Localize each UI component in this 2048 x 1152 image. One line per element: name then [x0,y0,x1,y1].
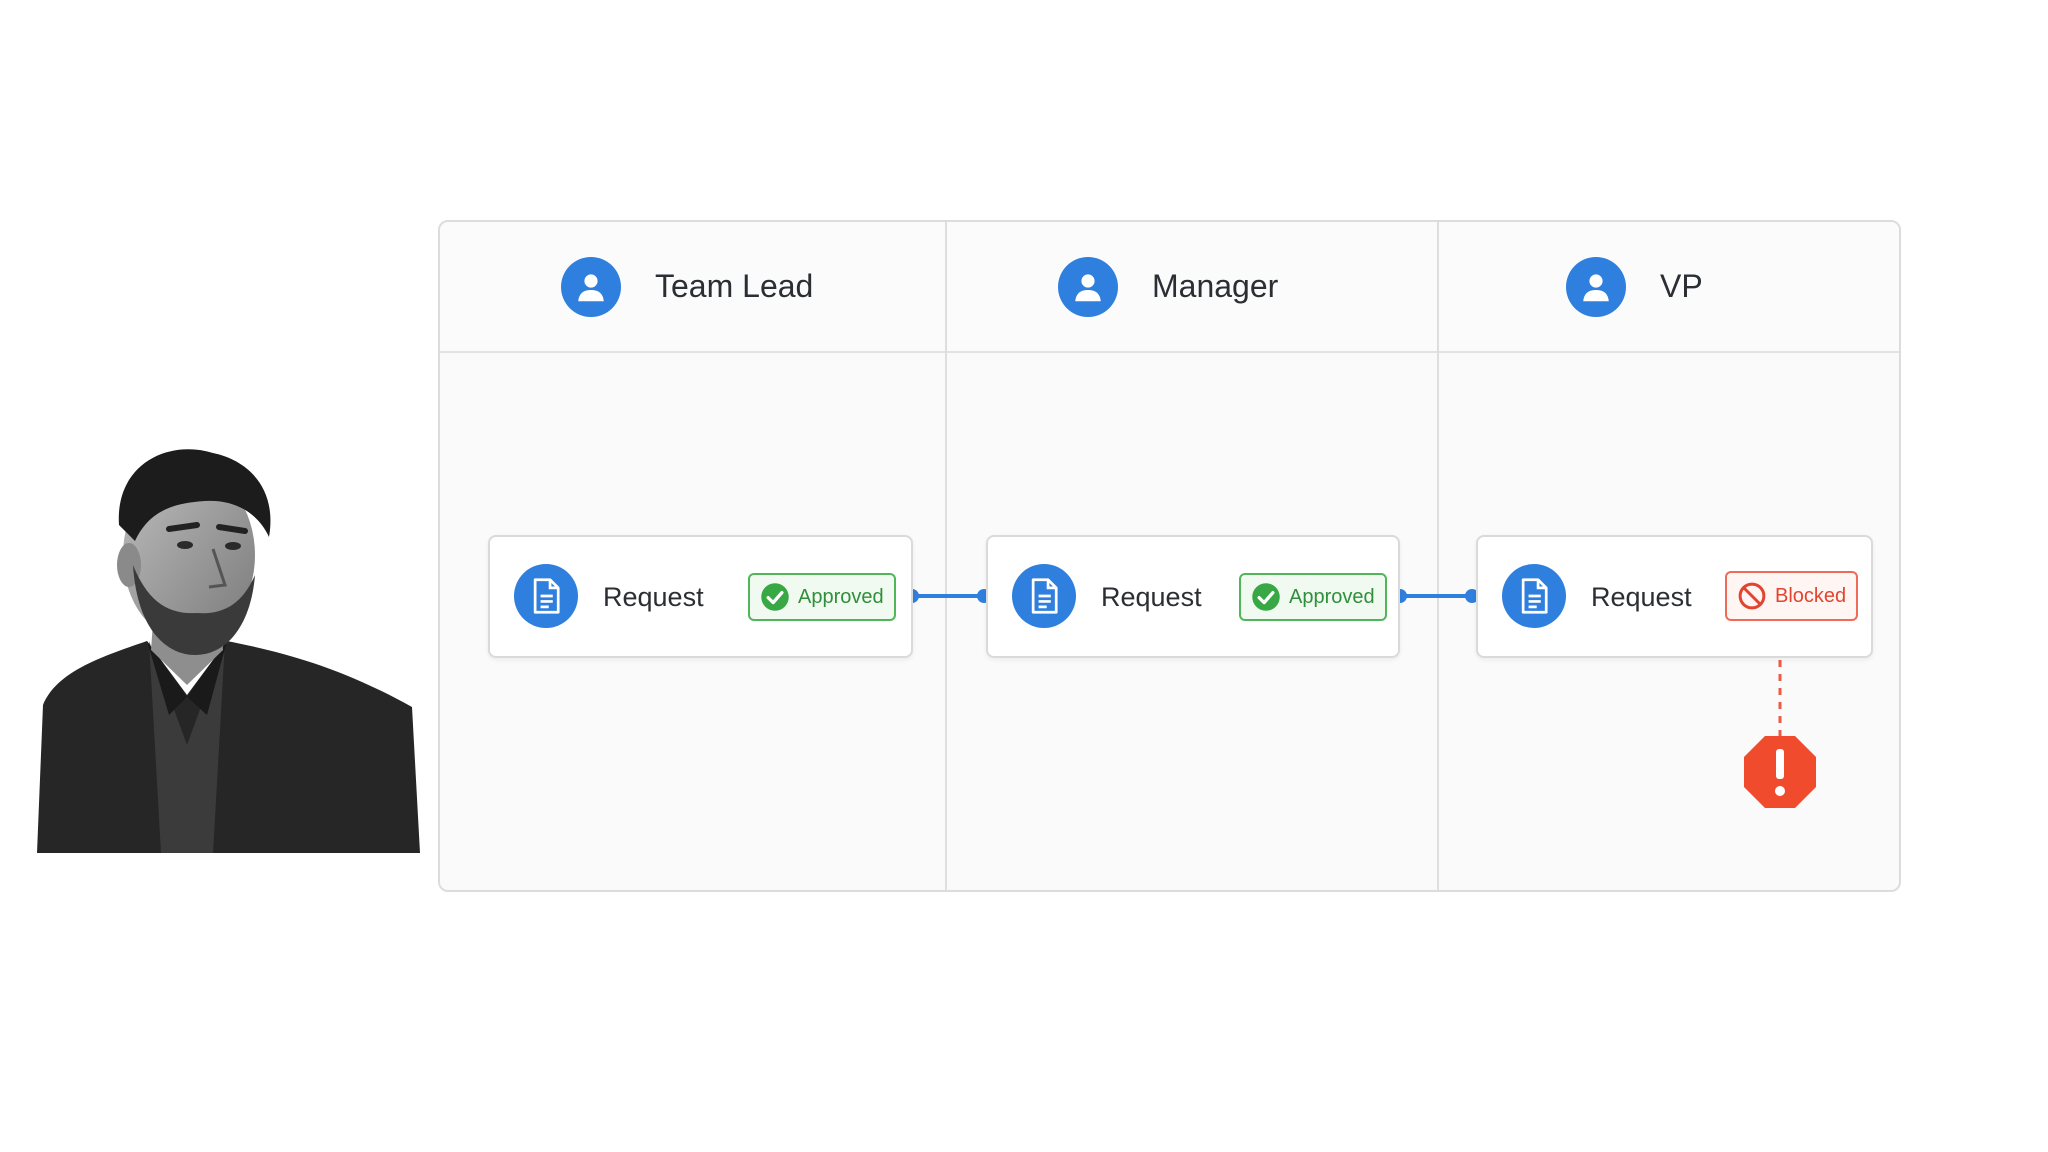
approval-board: Team Lead Manager VP [438,220,1901,892]
lane-title: Team Lead [655,268,814,304]
check-circle-icon [1251,582,1281,612]
badge-label: Blocked [1775,584,1847,607]
alert-octagon-icon [1744,736,1816,808]
lane-header-manager: Manager [1058,222,1278,351]
no-entry-icon [1737,581,1767,611]
person-photo [37,445,420,853]
blocked-badge: Blocked [1725,571,1859,621]
card-label: Request [603,582,704,612]
lane-header-row [440,222,1899,351]
request-card-vp[interactable]: Request Blocked [1476,535,1873,658]
document-icon [514,564,578,628]
user-icon [1058,256,1118,317]
badge-label: Approved [1289,585,1375,608]
lane-header-vp: VP [1566,222,1703,351]
user-icon [1566,256,1626,317]
lane-title: Manager [1152,268,1279,304]
card-label: Request [1101,582,1202,612]
badge-label: Approved [798,585,884,608]
document-icon [1012,564,1076,628]
connector-1-2 [905,589,991,603]
lane-divider [945,222,947,890]
lane-divider [1437,222,1439,890]
lane-title: VP [1660,268,1703,304]
connector-2-3 [1393,589,1479,603]
check-circle-icon [760,582,790,612]
lane-header-team-lead: Team Lead [561,222,813,351]
card-label: Request [1591,582,1692,612]
approved-badge: Approved [748,573,896,621]
header-divider [440,351,1899,353]
request-card-team-lead[interactable]: Request Approved [488,535,913,658]
approved-badge: Approved [1239,573,1387,621]
request-card-manager[interactable]: Request Approved [986,535,1400,658]
user-icon [561,256,621,317]
document-icon [1502,564,1566,628]
